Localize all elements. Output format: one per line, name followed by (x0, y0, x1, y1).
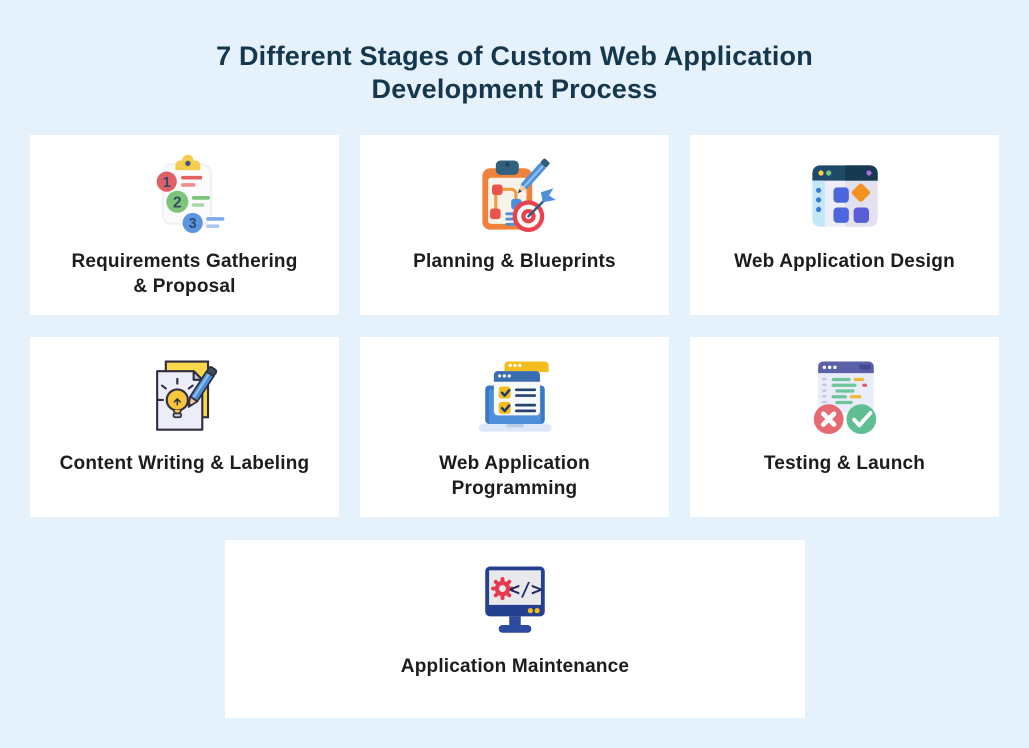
svg-text:2: 2 (173, 195, 182, 212)
stage-card-web-application-design: Web Application Design (690, 135, 999, 315)
clipboard-flowchart-target-pencil-icon (481, 158, 556, 233)
stage-label: Web Application Design (734, 251, 955, 272)
stage-card-planning-blueprints: Planning & Blueprints (360, 135, 669, 315)
svg-text:1: 1 (162, 175, 170, 191)
stage-label: Testing & Launch (763, 453, 926, 474)
stage-label: Planning & Blueprints (413, 251, 616, 272)
stage-label: Application Maintenance (400, 656, 630, 677)
svg-text:</>: </> (509, 579, 542, 600)
stage-card-testing-launch: Testing & Launch (690, 337, 999, 517)
laptop-checklist-windows-icon (478, 361, 551, 432)
stage-label: Web Application Programming (439, 453, 590, 499)
stage-card-web-application-programming: Web Application Programming (360, 337, 669, 517)
icon-box: </> (466, 552, 564, 652)
browser-design-shapes-icon (811, 165, 878, 227)
icon-box (466, 349, 564, 449)
icon-box: 1 2 3 (136, 147, 234, 247)
stage-card-application-maintenance: </> Application Maintenance (225, 540, 805, 718)
monitor-gear-code-icon: </> (485, 566, 545, 633)
icon-box (136, 349, 234, 449)
stage-card-content-writing-labeling: Content Writing & Labeling (30, 337, 339, 517)
document-lightbulb-pencil-icon (155, 360, 217, 431)
icon-box (796, 147, 894, 247)
stage-label: Requirements Gathering & Proposal (71, 251, 298, 297)
code-window-pass-fail-icon (813, 361, 876, 435)
page-title: 7 Different Stages of Custom Web Applica… (216, 41, 813, 104)
svg-text:3: 3 (188, 216, 196, 232)
stage-label: Content Writing & Labeling (59, 453, 310, 474)
icon-box (796, 349, 894, 449)
stage-card-requirements-gathering: 1 2 3 Requirements Gathering & Proposal (30, 135, 339, 315)
icon-box (466, 147, 564, 247)
numbered-checklist-clipboard-icon: 1 2 3 (156, 154, 224, 233)
